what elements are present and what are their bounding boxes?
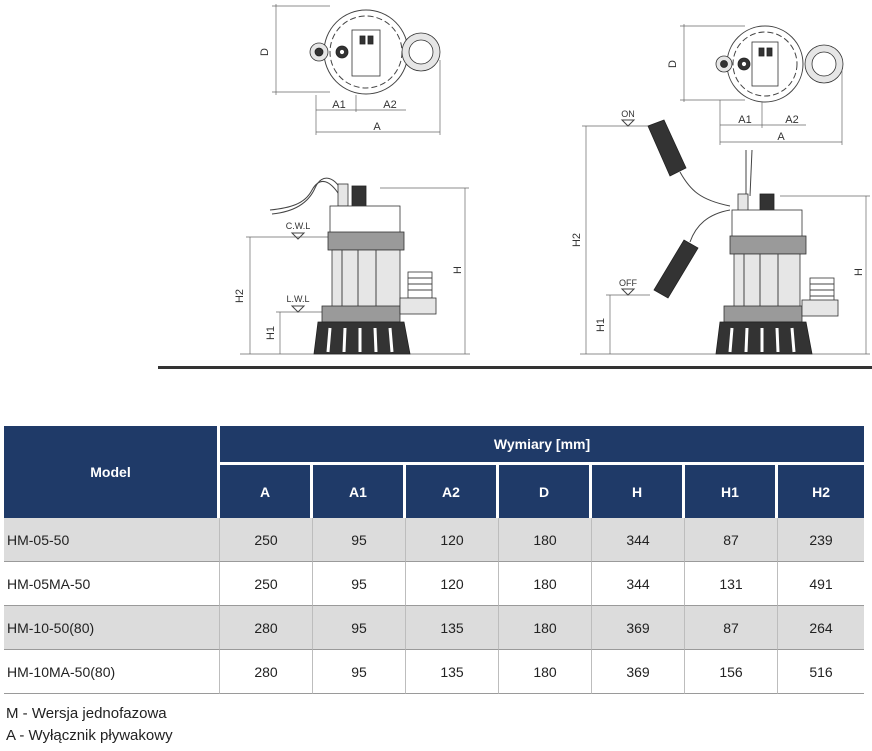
cell-value: 344 [592,562,685,606]
cell-model: HM-10-50(80) [4,606,220,650]
label-h2-right: H2 [571,233,583,247]
label-d-left: D [259,48,271,56]
legend-a: A - Wyłącznik pływakowy [6,727,173,744]
cell-value: 135 [406,606,499,650]
cell-value: 120 [406,518,499,562]
header-col-a2: A2 [406,465,499,518]
top-view-right: D A1 A2 A [667,24,844,145]
cell-value: 135 [406,650,499,694]
cell-value: 280 [220,606,313,650]
legend: M - Wersja jednofazowa A - Wyłącznik pły… [6,703,173,747]
header-col-h1: H1 [685,465,778,518]
label-a1-left: A1 [332,99,345,111]
cell-value: 95 [313,606,406,650]
cell-value: 369 [592,650,685,694]
header-col-h: H [592,465,685,518]
cell-value: 250 [220,518,313,562]
label-h-right: H [853,268,865,276]
cell-value: 131 [685,562,778,606]
cell-value: 369 [592,606,685,650]
cell-value: 250 [220,562,313,606]
label-on: ON [621,109,635,119]
label-a-left: A [373,121,381,133]
label-h-left: H [452,266,464,274]
header-col-a1: A1 [313,465,406,518]
cell-model: HM-10MA-50(80) [4,650,220,694]
label-h1-left: H1 [265,326,277,340]
cell-value: 239 [778,518,865,562]
label-a1-right: A1 [738,114,751,126]
label-d-right: D [667,60,679,68]
cell-model: HM-05-50 [4,518,220,562]
cell-value: 87 [685,518,778,562]
label-h1-right: H1 [595,318,607,332]
header-col-h2: H2 [778,465,865,518]
header-col-d: D [499,465,592,518]
label-a-right: A [777,131,785,143]
cell-value: 95 [313,650,406,694]
label-off: OFF [619,278,637,288]
side-view-left: H2 H1 H C.W.L L.W.L [234,177,470,355]
top-view-left: D A1 A2 A [259,4,441,135]
label-cwl-left: C.W.L [286,221,311,231]
table-row: HM-05-50 250 95 120 180 344 87 239 [4,518,865,562]
cell-value: 180 [499,606,592,650]
separator-line [158,366,872,369]
side-view-right: H2 H1 H ON OFF [571,109,870,355]
cell-value: 87 [685,606,778,650]
cell-value: 516 [778,650,865,694]
label-lwl-left: L.W.L [286,294,309,304]
cell-value: 344 [592,518,685,562]
header-col-a: A [220,465,313,518]
cell-value: 280 [220,650,313,694]
technical-drawings: D A1 A2 A D [158,4,872,369]
cell-value: 95 [313,562,406,606]
cell-value: 120 [406,562,499,606]
label-a2-right: A2 [785,114,798,126]
dimensions-table: Model Wymiary [mm] A A1 A2 D H H1 H2 HM-… [4,426,865,694]
cell-value: 180 [499,650,592,694]
legend-m: M - Wersja jednofazowa [6,705,167,722]
cell-value: 95 [313,518,406,562]
cell-value: 180 [499,518,592,562]
table-row: HM-10MA-50(80) 280 95 135 180 369 156 51… [4,650,865,694]
cell-value: 156 [685,650,778,694]
header-model: Model [4,426,220,518]
cell-model: HM-05MA-50 [4,562,220,606]
label-h2-left: H2 [234,289,246,303]
table-row: HM-10-50(80) 280 95 135 180 369 87 264 [4,606,865,650]
header-wymiary: Wymiary [mm] [220,426,865,465]
cell-value: 264 [778,606,865,650]
cell-value: 180 [499,562,592,606]
table-row: HM-05MA-50 250 95 120 180 344 131 491 [4,562,865,606]
cell-value: 491 [778,562,865,606]
label-a2-left: A2 [383,99,396,111]
